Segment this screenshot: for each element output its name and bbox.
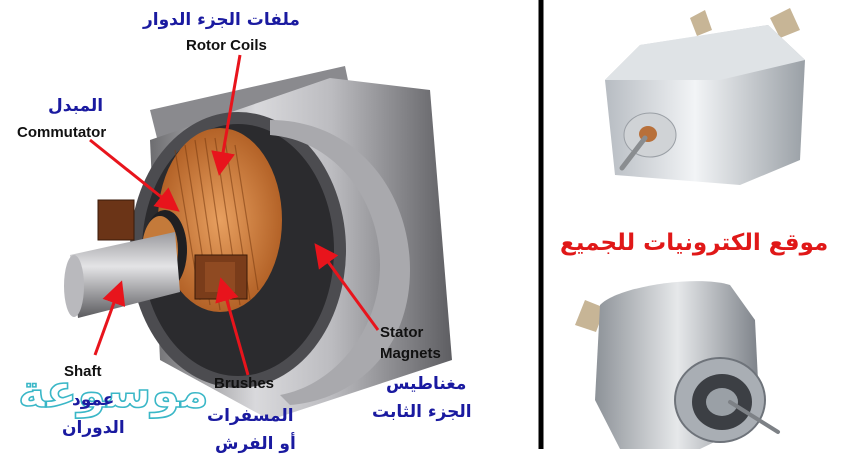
arrow-commutator xyxy=(89,138,180,212)
stator-arabic-label-2: الجزء الثابت xyxy=(372,402,472,422)
motor-cutaway xyxy=(64,66,452,420)
small-motor-top xyxy=(605,8,805,185)
brushes-label: Brushes xyxy=(214,375,275,392)
commutator-label: Commutator xyxy=(17,124,107,141)
commutator-arabic-label: المبدل xyxy=(48,96,104,116)
site-headline: موقع الكترونيات للجميع xyxy=(560,230,829,256)
pointer-arrows xyxy=(89,54,380,376)
brushes-arabic-label-1: المسفرات xyxy=(207,406,294,426)
shaft-arabic-label-1: عمود xyxy=(72,390,115,410)
shaft-arabic-label-2: الدوران xyxy=(62,418,125,438)
rotor-coils-label: Rotor Coils xyxy=(186,37,267,54)
stator-arabic-label-1: مغناطيس xyxy=(386,374,467,394)
rotor-coils-arabic-label: ملفات الجزء الدوار xyxy=(143,10,300,30)
stator-label-line2: Magnets xyxy=(380,345,441,362)
site-watermark: موسوعة xyxy=(17,364,209,418)
arrow-brushes xyxy=(215,277,250,376)
arrow-rotor-coils xyxy=(211,54,242,176)
shaft-label: Shaft xyxy=(64,363,102,380)
stator-label-line1: Stator xyxy=(380,324,424,341)
small-motor-bottom xyxy=(575,281,780,449)
arrow-stator xyxy=(314,243,380,331)
brushes-arabic-label-2: أو الفرش xyxy=(215,434,296,454)
arrow-shaft xyxy=(93,280,126,356)
